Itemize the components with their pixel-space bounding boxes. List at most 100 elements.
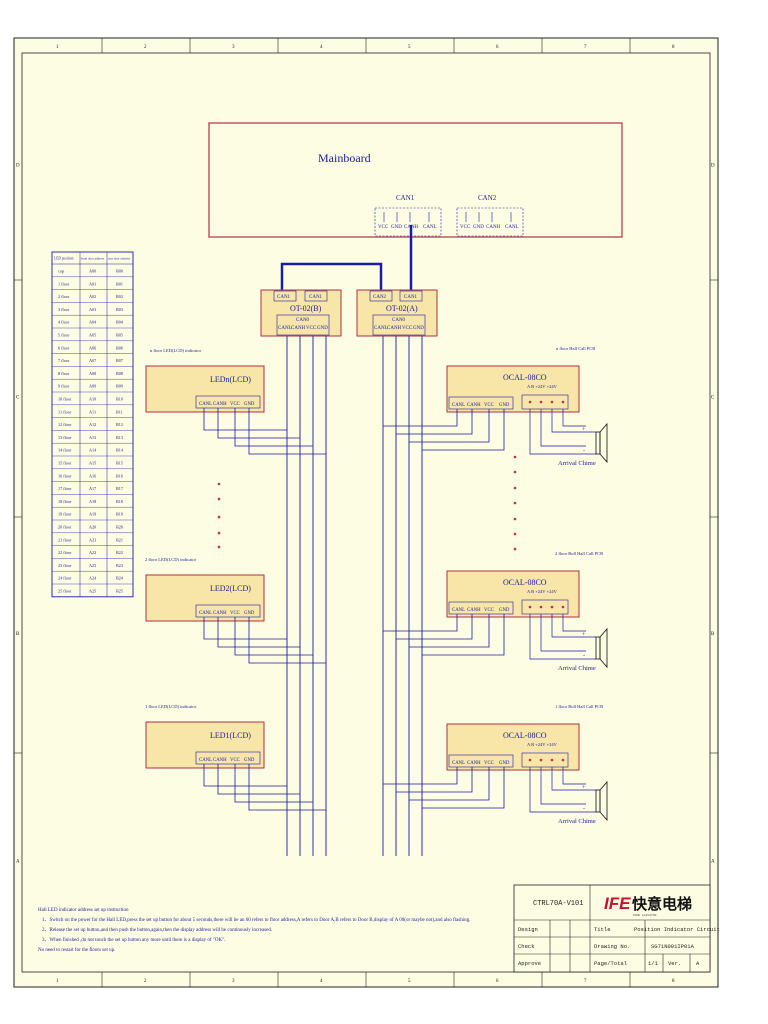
arrival-chime-label: Arrival Chime: [558, 665, 596, 672]
logo-sub: KONE ELEVATOR: [633, 914, 657, 917]
led-table-cell: A07: [89, 358, 96, 363]
led-table-cell: 25 floor: [58, 589, 72, 594]
hall-pcb-pin-label: VCC: [484, 403, 494, 408]
hall-pcb-terminal-block: [521, 394, 569, 410]
row-label-left: A: [16, 860, 20, 865]
col-label-top: 3: [232, 45, 235, 50]
indicator-pin-label: CANH: [213, 758, 227, 763]
led-table-cell: 6 floor: [58, 345, 70, 350]
logo-mark: IFE: [604, 894, 631, 913]
indicator-pin-label: VCC: [230, 758, 240, 763]
chime-wire: [562, 409, 586, 427]
indicator-pin-label: GND: [244, 611, 255, 616]
led-table-cell: A12: [89, 422, 96, 427]
led-table-cell: B17: [116, 486, 123, 491]
led-table-cell: A21: [89, 537, 96, 542]
indicator-wire: [217, 408, 300, 439]
chime-wire: [540, 409, 586, 447]
ot-a-port-2: CAN1: [404, 295, 418, 300]
led-table-cell: B16: [116, 473, 123, 478]
terminal-dot: [528, 400, 532, 404]
led-table-cell: A03: [89, 307, 96, 312]
led-table-cell: 10 floor: [58, 397, 72, 402]
terminal-dot: [550, 605, 554, 609]
chime-plus: +: [582, 632, 586, 638]
can1-label: CAN1: [396, 194, 415, 202]
can2-label: CAN2: [478, 194, 497, 202]
mainboard-pin-label: CANL: [505, 225, 519, 230]
led-table-cell: B03: [116, 307, 123, 312]
hall-pcb-pin-label: CANL: [452, 608, 465, 613]
page-value: 1/1: [648, 960, 659, 967]
hall-pcb-wire: [383, 409, 458, 427]
led-table-cell: B14: [116, 448, 124, 453]
ot-a-port-1: CAN2: [373, 295, 387, 300]
led-table-cell: 23 floor: [58, 563, 72, 568]
chime-wire: [551, 614, 596, 638]
hall-pcb-pin-label: CANH: [467, 761, 481, 766]
hall-pcb-wire: [409, 409, 490, 443]
led-table-cell: B04: [116, 320, 124, 325]
indicator-pin-label: CANL: [199, 758, 212, 763]
led-table-cell: A16: [89, 473, 96, 478]
led-table-cell: B07: [116, 358, 123, 363]
indicator-connector: [195, 604, 261, 618]
indicator-wire: [248, 617, 326, 664]
drawing-label: Drawing No.: [594, 943, 630, 950]
led-table-cell: B23: [116, 563, 123, 568]
led-table-cell: A20: [89, 525, 96, 530]
indicator-name: LED1(LCD): [210, 731, 251, 740]
ot-a-pin-vcc: VCC: [402, 326, 413, 331]
led-table-cell: 21 floor: [58, 537, 72, 542]
ot-a-name: OT-02(A): [386, 304, 418, 313]
ot-b-pin-canh: CANH: [291, 326, 306, 331]
terminal-dot: [550, 400, 554, 404]
led-table-cell: B22: [116, 550, 123, 555]
indicator-wire: [217, 764, 300, 795]
row-label-left: B: [16, 632, 20, 637]
indicator-wire: [248, 408, 326, 455]
hall-pcb-terminals: A B +24V +24V: [527, 589, 558, 594]
led-table-cell: A05: [89, 333, 96, 338]
led-table-cell: 24 floor: [58, 576, 72, 581]
ot-b-pin-gnd: GND: [317, 326, 328, 331]
chime-minus: -: [583, 653, 585, 659]
led-table-cell: B09: [116, 384, 123, 389]
ellipsis-dot: [513, 486, 517, 490]
indicator-wire: [248, 764, 326, 811]
led-table-cell: 13 floor: [58, 435, 72, 440]
indicator-pin-label: CANL: [199, 611, 212, 616]
indicator-wire: [203, 617, 287, 640]
led-table-cell: 4 floor: [58, 320, 70, 325]
hall-pcb-name: OCAL-08CO: [503, 373, 547, 382]
indicator-box: [145, 574, 265, 622]
led-table-cell: B20: [116, 525, 123, 530]
notes-title: Hall LED indicator address set up instru…: [38, 908, 129, 913]
hall-pcb-connector: [448, 601, 514, 615]
ellipsis-dot: [513, 470, 517, 474]
ellipsis-dot: [217, 531, 221, 535]
indicator-name: LEDn(LCD): [210, 375, 251, 384]
led-table-cell: 16 floor: [58, 473, 72, 478]
ellipsis-dot: [217, 545, 221, 549]
hall-pcb-wire: [396, 767, 473, 793]
chime-wire: [529, 767, 596, 813]
ellipsis-dot: [513, 517, 517, 521]
led-table-cell: B01: [116, 281, 123, 286]
indicator-caption: n floor LED(LCD) indicator: [150, 348, 202, 353]
led-table-cell: B21: [116, 537, 123, 542]
chime-wire: [540, 767, 586, 805]
led-table-cell: 9 floor: [58, 384, 70, 389]
hall-pcb-wire: [422, 767, 505, 809]
hall-pcb-terminals: A B +24V +24V: [527, 384, 558, 389]
hall-pcb-pin-label: VCC: [484, 608, 494, 613]
hall-pcb-wire: [422, 409, 505, 451]
chime-minus: -: [583, 448, 585, 454]
row-label-right: D: [711, 164, 715, 169]
ot-a-pin-canl: CANL: [374, 326, 388, 331]
mainboard-pin-label: CANH: [486, 225, 501, 230]
hall-pcb-pin-label: GND: [499, 608, 510, 613]
indicator-pin-label: VCC: [230, 402, 240, 407]
